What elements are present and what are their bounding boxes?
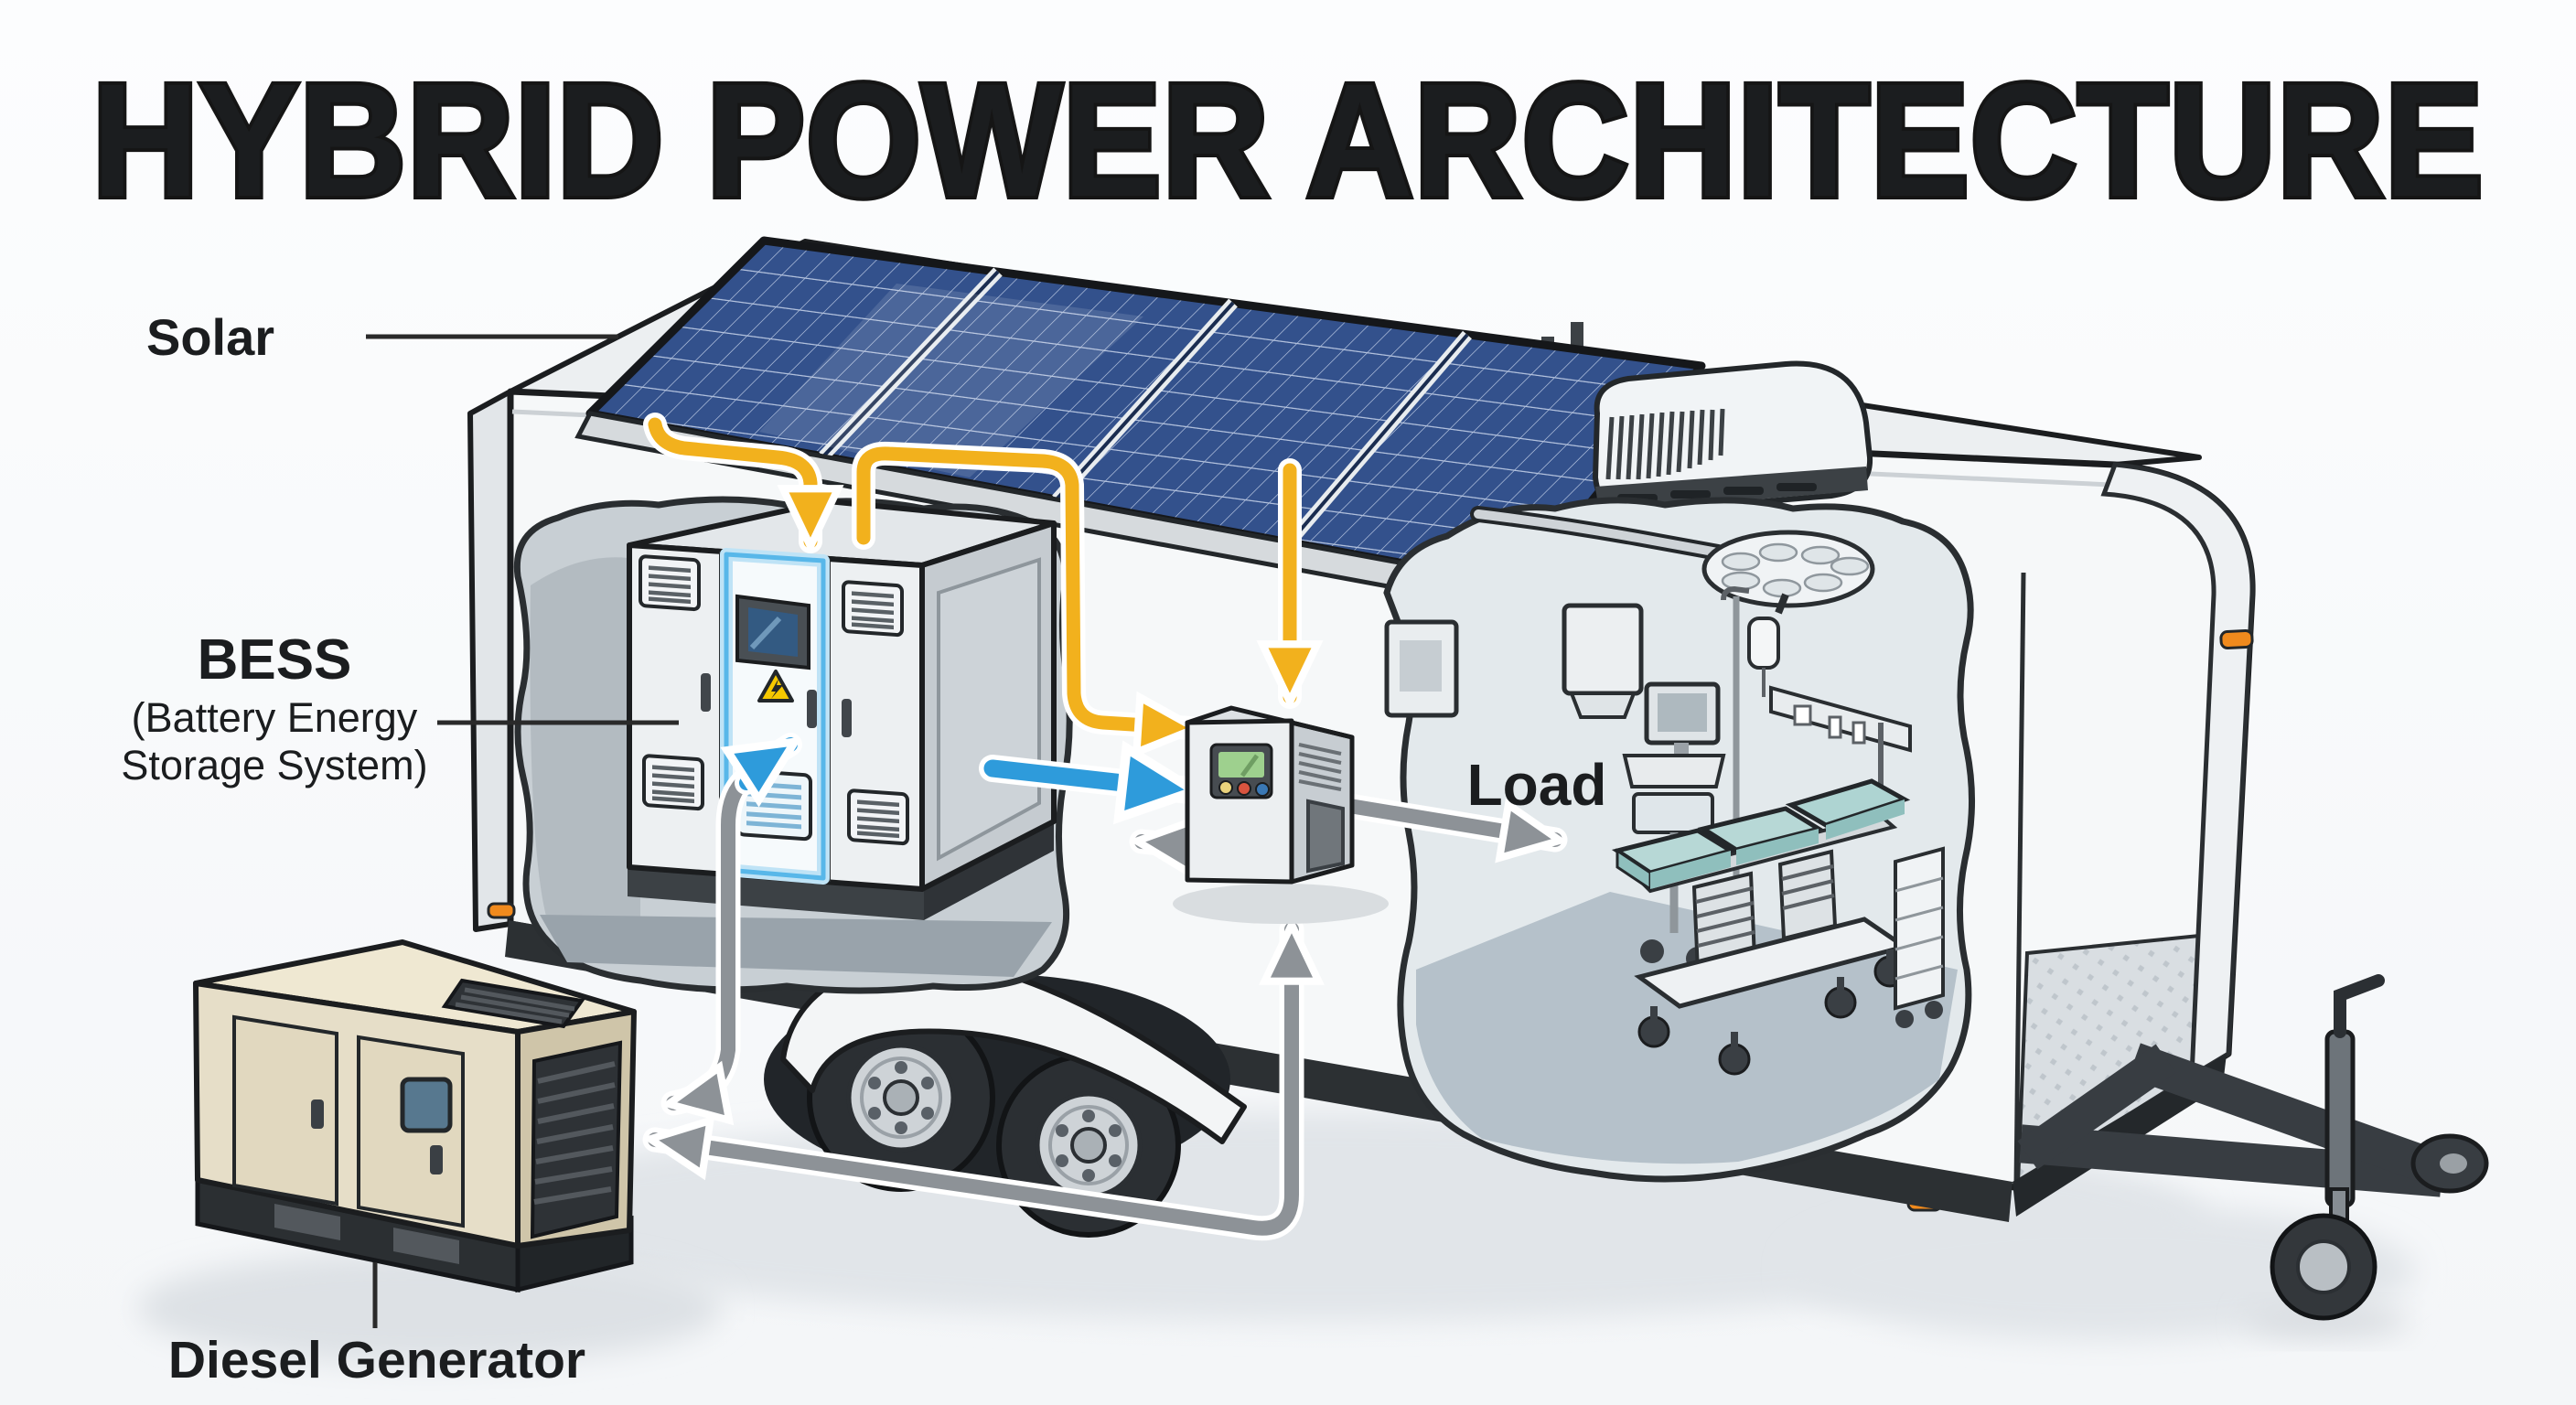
- bess-handle-3: [842, 699, 852, 737]
- jack-crank-handle: [2334, 974, 2385, 1038]
- flow-arrows: [648, 413, 1555, 1241]
- hitch-jack: [2270, 974, 2385, 1321]
- trailer-left-face: [467, 389, 513, 932]
- generator-to-inverter-line: [655, 929, 1292, 1236]
- trailer-corner-pillar: [2100, 462, 2255, 1080]
- bess-vent-4: [849, 790, 907, 843]
- bess-vent-1: [640, 556, 699, 609]
- bess-vent-2: [644, 756, 703, 809]
- wall-cabinet: [1384, 619, 1459, 718]
- diesel-generator-label: Diesel Generator: [168, 1331, 585, 1389]
- load-room-cutaway: [1383, 497, 1975, 1183]
- labels: Solar BESS (Battery Energy Storage Syste…: [121, 308, 1606, 1389]
- bess-handle-1: [701, 673, 711, 712]
- generator-radiator-grille: [530, 1040, 623, 1239]
- iv-bag: [1747, 617, 1780, 670]
- marker-light-right-top: [2219, 628, 2254, 650]
- ac-louvers: [1605, 408, 1725, 480]
- generator-handle-left: [311, 1099, 324, 1129]
- operating-table: [1611, 778, 1911, 1076]
- solar-label: Solar: [146, 308, 274, 366]
- bess-plinth: [628, 867, 924, 920]
- inverter-button-2: [1237, 781, 1251, 796]
- bess-sublabel-2: Storage System): [121, 742, 427, 788]
- bess-label: BESS: [198, 628, 352, 692]
- bess-to-inverter-arrow: [983, 768, 1189, 790]
- inverter-button-3: [1255, 782, 1270, 797]
- bess-sublabel-1: (Battery Energy: [132, 694, 418, 741]
- bess-handle-2: [807, 690, 817, 728]
- load-label: Load: [1467, 752, 1607, 818]
- diesel-generator: [193, 939, 637, 1293]
- inverter-button-1: [1218, 780, 1233, 795]
- pillar-seam: [2013, 572, 2026, 1186]
- inverter-vents: [1298, 743, 1342, 791]
- generator-handle-right: [430, 1145, 443, 1174]
- towel-dispenser: [1562, 603, 1644, 719]
- drawer-cart: [1894, 846, 1945, 1028]
- trailer-hitch: [2017, 974, 2489, 1321]
- rooftop-ac-unit: [1592, 360, 1873, 516]
- generator-window: [400, 1077, 453, 1133]
- bess-cabinet: [627, 499, 1057, 920]
- bess-display-screen: [748, 607, 798, 657]
- page-title: HYBRID POWER ARCHITECTURE: [92, 51, 2485, 231]
- surgical-lamp: [1470, 506, 1875, 615]
- inverter-unit: [1173, 705, 1389, 924]
- solar-to-bess-arrow: [648, 417, 810, 542]
- solar-to-inverter-arrow: [856, 446, 1191, 728]
- panel-glare: [759, 284, 1143, 477]
- marker-light-left: [487, 902, 516, 919]
- generator-door-left: [232, 1014, 338, 1207]
- charge-into-bess-arrow: [746, 745, 790, 783]
- inverter-to-load-arrow: [1315, 794, 1555, 840]
- bess-vent-3: [843, 582, 902, 635]
